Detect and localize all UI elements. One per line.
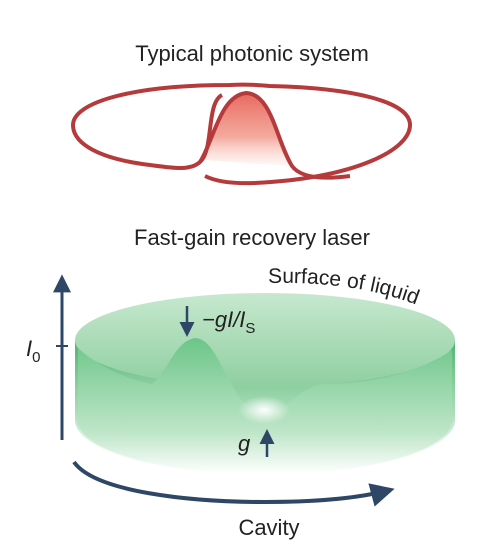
cavity-arrow: [72, 460, 395, 507]
optical-pulse: [204, 93, 292, 166]
intensity-label: I0: [26, 336, 40, 366]
pulse-outline: [198, 91, 351, 180]
gain-label: g: [238, 431, 251, 456]
gain-profile-surface: [78, 338, 452, 474]
photonic-ring-outline: [71, 82, 412, 186]
gain-dip-highlight: [238, 396, 290, 424]
top-panel-title: Typical photonic system: [135, 41, 369, 66]
cavity-label: Cavity: [238, 515, 299, 540]
liquid-top-surface: [75, 293, 455, 387]
loss-label: −gI/IS: [202, 307, 255, 337]
bottom-panel-title: Fast-gain recovery laser: [134, 225, 370, 250]
